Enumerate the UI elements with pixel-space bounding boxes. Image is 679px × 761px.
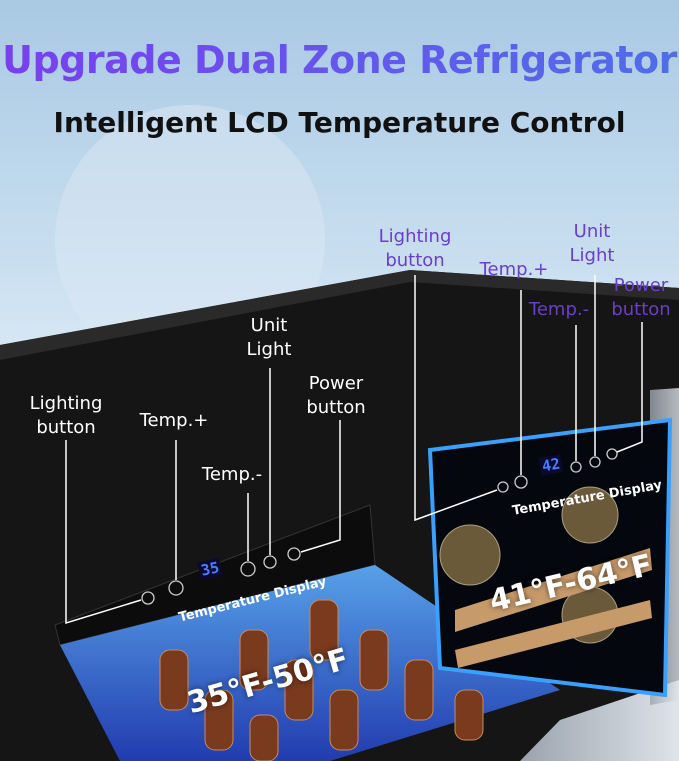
page-subtitle: Intelligent LCD Temperature Control	[53, 106, 626, 139]
right-temp-minus-label: Temp.-	[528, 299, 590, 320]
right-power-button-label: Power button	[611, 275, 671, 320]
left-temp-plus-label: Temp.+	[139, 410, 209, 431]
right-temperature-display: 42	[538, 454, 564, 476]
page-title: Upgrade Dual Zone Refrigerator	[0, 38, 679, 82]
left-lighting-button-label: Lighting button	[29, 393, 103, 438]
left-unit-light-label: Unit Light	[246, 315, 292, 360]
callout-lines	[65, 275, 643, 625]
left-temp-minus-label: Temp.-	[201, 464, 263, 485]
right-lighting-button-label: Lighting button	[378, 226, 452, 271]
right-unit-light-label: Unit Light	[569, 221, 615, 266]
left-power-button-label: Power button	[306, 373, 366, 418]
wood-shelf	[455, 548, 652, 632]
right-temp-plus-label: Temp.+	[479, 259, 549, 280]
